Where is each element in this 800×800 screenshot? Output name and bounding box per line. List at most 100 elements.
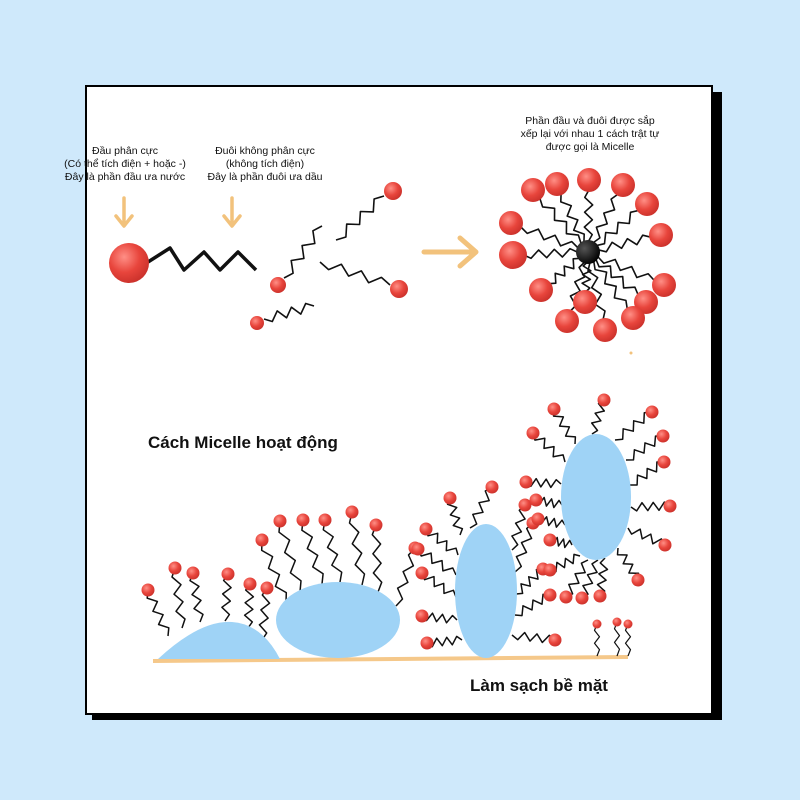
surfactant-tail bbox=[189, 572, 204, 623]
surfactant-tail bbox=[624, 623, 632, 657]
surfactant-head bbox=[573, 290, 597, 314]
micelle bbox=[499, 168, 676, 355]
hydrophilic-head bbox=[109, 243, 149, 283]
surfactant-tail bbox=[627, 527, 666, 546]
surfactant-head bbox=[543, 588, 557, 602]
surfactant-tail bbox=[515, 568, 544, 595]
hydrophobic-tail bbox=[147, 246, 258, 272]
surfactant-tail bbox=[596, 255, 656, 282]
oil-droplet bbox=[455, 524, 517, 658]
surfactant-tail bbox=[322, 519, 343, 583]
surfactant-head bbox=[635, 192, 659, 216]
oil-droplet bbox=[276, 582, 400, 658]
how-micelle-works-heading: Cách Micelle hoạt động bbox=[148, 433, 338, 452]
surfactant-head bbox=[419, 522, 433, 536]
surfactant-tail bbox=[614, 411, 653, 441]
surfactant-head bbox=[623, 619, 633, 629]
surfactant-head bbox=[547, 402, 561, 416]
surfactant-head bbox=[415, 566, 429, 580]
surfactant-head bbox=[592, 619, 602, 629]
surfactant-tail bbox=[592, 260, 629, 310]
arrow-to-micelle bbox=[421, 235, 479, 269]
surfactant-head bbox=[255, 533, 269, 547]
surfactant-head bbox=[652, 273, 676, 297]
surfactant-head bbox=[443, 491, 457, 505]
surfactant-tail bbox=[522, 247, 579, 260]
tail-pointer-arrow bbox=[222, 196, 242, 228]
surfactant-head bbox=[555, 309, 579, 333]
surfactant-head bbox=[384, 182, 402, 200]
surfactant-tail bbox=[319, 261, 391, 286]
surfactant-head bbox=[296, 513, 310, 527]
surfactant-tail bbox=[243, 583, 255, 629]
surfactant-head bbox=[663, 499, 677, 513]
surfactant-tail bbox=[552, 408, 577, 445]
surfactant-tail bbox=[597, 234, 652, 253]
oil-droplet-group bbox=[255, 505, 422, 658]
surfactant-tail bbox=[613, 621, 621, 657]
surfactant-tail bbox=[263, 302, 315, 323]
surface-line bbox=[152, 655, 629, 663]
surfactant-tail bbox=[559, 193, 586, 243]
surfactant-head bbox=[559, 590, 573, 604]
surfactant-tail bbox=[519, 225, 580, 250]
surfactant-head bbox=[645, 405, 659, 419]
surfactant-tail bbox=[421, 572, 457, 598]
surfactant-head bbox=[526, 426, 540, 440]
surfactant-tail bbox=[258, 587, 271, 641]
surfactant-tail bbox=[469, 486, 493, 529]
surfactant-head bbox=[250, 316, 264, 330]
surfactant-head bbox=[345, 505, 359, 519]
surfactant-head bbox=[656, 429, 670, 443]
oil-droplet-group bbox=[411, 480, 562, 658]
surfactant-head bbox=[543, 533, 557, 547]
surfactant-head bbox=[545, 172, 569, 196]
surfactant-head bbox=[485, 480, 499, 494]
surfactant-tail bbox=[581, 559, 599, 599]
oil-droplet-group bbox=[519, 393, 677, 605]
surfactant-tail bbox=[590, 399, 606, 435]
surfactant-head bbox=[543, 563, 557, 577]
surfactant-head bbox=[593, 318, 617, 342]
surfactant-head bbox=[168, 561, 182, 575]
micelle-core bbox=[576, 240, 600, 264]
surfactant-head bbox=[270, 277, 286, 293]
surfactant-head bbox=[611, 173, 635, 197]
surface-cleaning-heading: Làm sạch bề mặt bbox=[470, 676, 608, 695]
surfactant-head bbox=[529, 278, 553, 302]
surfactant-tail bbox=[425, 528, 459, 556]
surfactant-tail bbox=[581, 261, 592, 293]
oil-droplet bbox=[561, 434, 631, 560]
surfactant-head bbox=[621, 306, 645, 330]
surfactant-head bbox=[531, 512, 545, 526]
surfactant-head bbox=[411, 542, 425, 556]
surfactant-tail bbox=[417, 548, 457, 576]
head-pointer-arrow bbox=[114, 196, 134, 228]
surfactant-head bbox=[529, 493, 543, 507]
oil-droplet bbox=[158, 621, 280, 659]
surfactant-tail bbox=[595, 209, 640, 247]
surfactant-head bbox=[631, 573, 645, 587]
surfactant-tail bbox=[616, 547, 640, 581]
surfactant-molecule bbox=[109, 243, 258, 283]
surfactant-tail bbox=[583, 189, 594, 243]
surfactant-head bbox=[658, 538, 672, 552]
surfactant-head bbox=[141, 583, 155, 597]
surfactant-head bbox=[612, 617, 622, 627]
dot bbox=[629, 351, 633, 355]
surfactant-head bbox=[390, 280, 408, 298]
surfactant-head bbox=[243, 577, 257, 591]
surfactant-tail bbox=[594, 258, 640, 296]
nonpolar-tail-caption: Đuôi không phân cực (không tích điện) Đâ… bbox=[207, 145, 323, 183]
surfactant-head bbox=[593, 589, 607, 603]
surfactant-tail bbox=[625, 435, 664, 461]
surfactant-tail bbox=[593, 623, 601, 657]
surfactant-tail bbox=[532, 432, 566, 463]
oil-droplets bbox=[141, 393, 677, 659]
surfactant-head bbox=[318, 513, 332, 527]
surfactant-head bbox=[577, 168, 601, 192]
surfactant-head bbox=[518, 498, 532, 512]
surfactant-tail bbox=[260, 539, 288, 604]
surfactant-tail bbox=[348, 511, 366, 586]
surfactant-tail bbox=[395, 547, 416, 607]
